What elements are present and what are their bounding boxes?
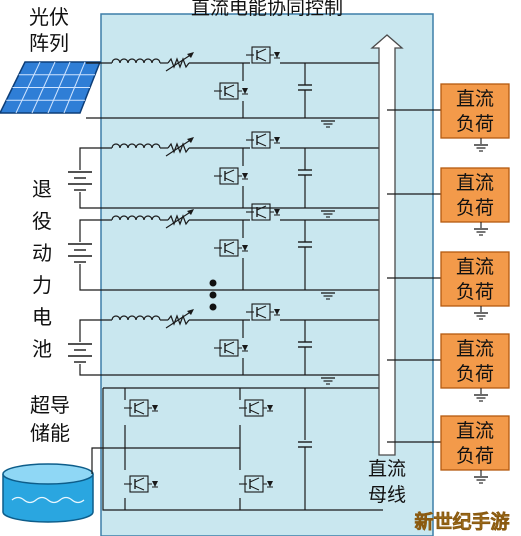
switch-igbt — [214, 167, 248, 185]
load-label-line1: 直流 — [456, 88, 494, 110]
switch-igbt — [246, 303, 280, 321]
svg-text:退: 退 — [32, 177, 52, 201]
inductor — [111, 58, 161, 64]
load-label-line2: 负荷 — [456, 363, 494, 385]
load-label-line1: 直流 — [456, 256, 494, 278]
converter-stage — [68, 131, 383, 218]
switch-igbt — [214, 82, 248, 100]
battery-symbol — [68, 343, 92, 363]
diagram-title: 直流电能协同控制 — [191, 0, 343, 19]
load-box — [440, 167, 510, 223]
switch-igbt — [239, 475, 273, 493]
switch-igbt — [214, 339, 248, 357]
switch-igbt — [214, 239, 248, 257]
converter-stage — [68, 303, 383, 385]
switch-igbt — [124, 475, 158, 493]
switch-igbt — [239, 399, 273, 417]
sc-label-line1: 超导 — [30, 393, 70, 417]
load-label-line1: 直流 — [456, 420, 494, 442]
svg-text:动: 动 — [32, 241, 52, 265]
load-label-line2: 负荷 — [456, 113, 494, 135]
bus-label-line2: 母线 — [368, 484, 406, 506]
ground-symbol — [474, 144, 488, 152]
pv-label-line1: 光伏 — [29, 5, 69, 29]
load-label-line2: 负荷 — [456, 197, 494, 219]
watermark: 新世纪手游 — [414, 510, 509, 533]
battery-label: 退 役 动 力 电 池 — [32, 177, 52, 361]
load-label-line1: 直流 — [456, 172, 494, 194]
battery-symbol — [68, 171, 92, 191]
switch-igbt — [246, 131, 280, 149]
ground-symbol — [321, 377, 335, 385]
ellipsis-dots — [209, 279, 217, 311]
bridge-frame — [102, 388, 383, 511]
converter-stage — [86, 46, 383, 128]
control-panel — [100, 13, 434, 536]
load-label-line2: 负荷 — [456, 445, 494, 467]
load-box — [440, 415, 510, 471]
inductor — [111, 215, 161, 221]
pv-panel-icon — [0, 61, 102, 114]
bidirectional-converter — [91, 387, 383, 511]
ground-symbol — [474, 394, 488, 402]
converter-group — [68, 46, 383, 385]
bus-label-line1: 直流 — [368, 458, 406, 480]
battery-symbol — [68, 243, 92, 263]
pv-label-line2: 阵列 — [29, 31, 69, 55]
storage-tank-icon — [2, 463, 94, 523]
svg-text:力: 力 — [32, 273, 52, 297]
switch-igbt — [246, 46, 280, 64]
ground-symbol — [474, 476, 488, 484]
load-box — [440, 251, 510, 307]
variable-resistor — [165, 137, 194, 157]
load-box — [440, 333, 510, 389]
svg-text:池: 池 — [32, 337, 52, 361]
variable-resistor — [165, 209, 194, 229]
load-label-line1: 直流 — [456, 338, 494, 360]
svg-text:役: 役 — [32, 209, 52, 233]
ground-symbol — [321, 210, 335, 218]
load-label-line2: 负荷 — [456, 281, 494, 303]
dc-bus-arrow — [370, 34, 404, 456]
ground-symbol — [474, 312, 488, 320]
switch-igbt — [246, 203, 280, 221]
inductor — [111, 315, 161, 321]
switch-igbt — [124, 399, 158, 417]
converter-stage — [68, 203, 383, 300]
svg-text:电: 电 — [32, 305, 52, 329]
ground-symbol — [474, 228, 488, 236]
ground-symbol — [321, 292, 335, 300]
sc-label-line2: 储能 — [30, 421, 70, 445]
inductor — [111, 143, 161, 149]
ground-symbol — [321, 120, 335, 128]
variable-resistor — [165, 309, 194, 329]
load-box — [440, 83, 510, 139]
variable-resistor — [165, 52, 194, 72]
